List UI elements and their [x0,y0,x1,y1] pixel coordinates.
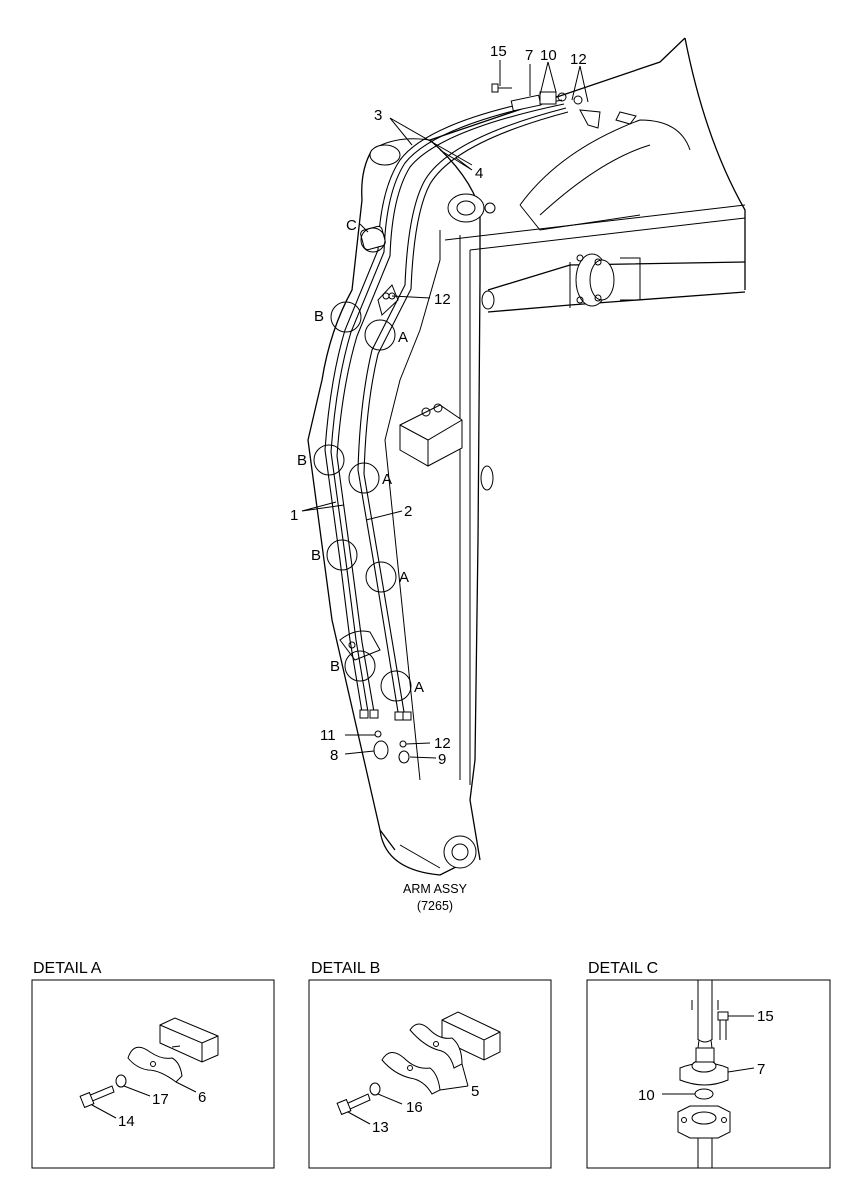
callout-12: 12 [570,51,587,68]
callout-a: A [382,471,392,488]
callout-a: A [414,679,424,696]
callout-b: B [297,452,307,469]
callout-4: 4 [475,165,483,182]
callout-11: 11 [320,727,336,744]
detail-circle-c [360,227,386,253]
detail-c-frame [586,979,831,1169]
boom-outline [429,37,746,290]
callout-7: 7 [525,47,533,64]
callout-a: A [399,569,409,586]
detail-circle-b [326,539,358,571]
assembly-caption: ARM ASSY [403,882,468,896]
callout-1: 1 [290,507,298,524]
callout-b: B [311,547,321,564]
callout-c: C [346,217,357,234]
leader-lines [301,60,589,759]
detail-circle-b [330,301,362,333]
detail-circle-a [348,462,380,494]
callout-b: B [314,308,324,325]
detail-b-frame [308,979,552,1169]
detail-a-part-6: 6 [198,1089,206,1106]
detail-circle-b [344,650,376,682]
assembly-code: (7265) [417,899,453,913]
pipe-lines [324,83,637,764]
callout-9: 9 [438,751,446,768]
detail-circle-b [313,444,345,476]
detail-circle-a [364,319,396,351]
detail-circles [313,227,412,702]
detail-b-part-16: 16 [406,1099,423,1116]
detail-a-part-17: 17 [152,1091,169,1108]
arm-body [307,138,496,876]
detail-a-title: DETAIL A [33,960,102,977]
detail-c-panel: DETAIL C 15 7 10 [586,960,831,1169]
callout-8: 8 [330,747,338,764]
detail-circle-a [365,561,397,593]
detail-b-part-5: 5 [471,1083,479,1100]
detail-c-title: DETAIL C [588,960,658,977]
callout-15: 15 [490,43,507,60]
detail-c-part-10: 10 [638,1087,655,1104]
callout-labels: 15 7 10 12 3 4 C 12 B A B A 1 2 B A B A … [290,43,587,768]
detail-a-part-14: 14 [118,1113,135,1130]
callout-12: 12 [434,735,451,752]
boom-cylinder [487,253,746,313]
detail-circle-a [380,670,412,702]
callout-2: 2 [404,503,412,520]
callout-10: 10 [540,47,557,64]
detail-c-part-7: 7 [757,1061,765,1078]
detail-a-panel: DETAIL A 6 17 14 [31,960,275,1169]
callout-b: B [330,658,340,675]
callout-a: A [398,329,408,346]
callout-12: 12 [434,291,451,308]
detail-a-frame [31,979,275,1169]
detail-c-part-15: 15 [757,1008,774,1025]
detail-b-part-13: 13 [372,1119,389,1136]
detail-b-panel: DETAIL B 5 16 13 [308,960,552,1169]
detail-b-title: DETAIL B [311,960,380,977]
callout-3: 3 [374,107,382,124]
